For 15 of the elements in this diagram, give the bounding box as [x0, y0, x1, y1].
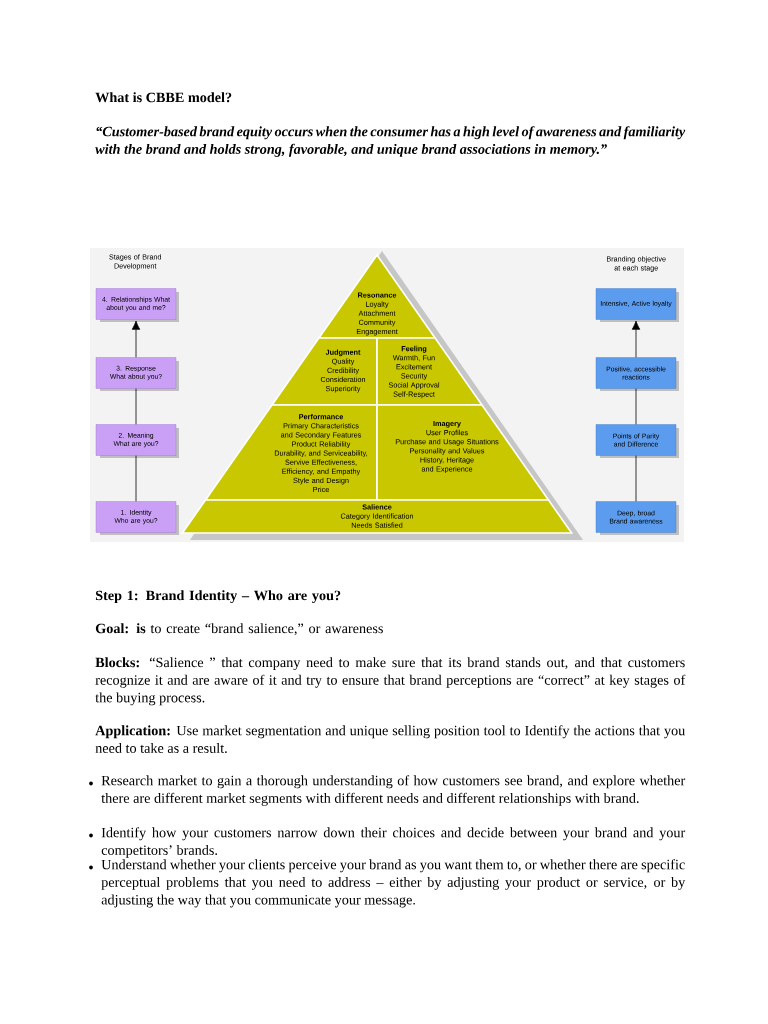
list-item: Understand whether your clients perceive your brand as you want them to, or whether there are specific perceptual problems that you need to address – either by adjusting your product or service, or by adjusting the way that you communicate your message.	[101, 859, 686, 908]
connector-line	[635, 388, 637, 425]
paragraph: Application: Use market segmentation and unique selling position tool to Identify the actions that you need to take as a result.	[95, 725, 685, 753]
connector-line	[135, 455, 137, 502]
quote: “Customer-based brand equity occurs when the consumer has a high level of awareness and familiarity with the brand and holds strong, favorable, and unique brand associations in memory.”	[95, 126, 686, 157]
paragraph: Blocks: “Salience ” that company need to make sure that its brand stands out, and that customers recognize it and are aware of it and try to ensure that brand perceptions are “correct” at key stages of the buying process.	[95, 657, 686, 706]
connector-line	[131, 320, 141, 358]
paragraph: Goal: is to create “brand salience,” or awareness	[95, 623, 383, 636]
heading: What is CBBE model?	[95, 92, 232, 103]
connector-line	[135, 388, 137, 425]
connector-line	[635, 455, 637, 502]
connector-line	[631, 320, 641, 358]
heading: Step 1: Brand Identity – Who are you?	[95, 590, 341, 604]
list-item: Identify how your customers narrow down their choices and decide between your brand and your competitors’ brands.	[101, 827, 686, 858]
list-item: Research market to gain a thorough understanding of how customers see brand, and explore whether there are different market segments with different needs and different relationships with brand.	[101, 775, 686, 806]
